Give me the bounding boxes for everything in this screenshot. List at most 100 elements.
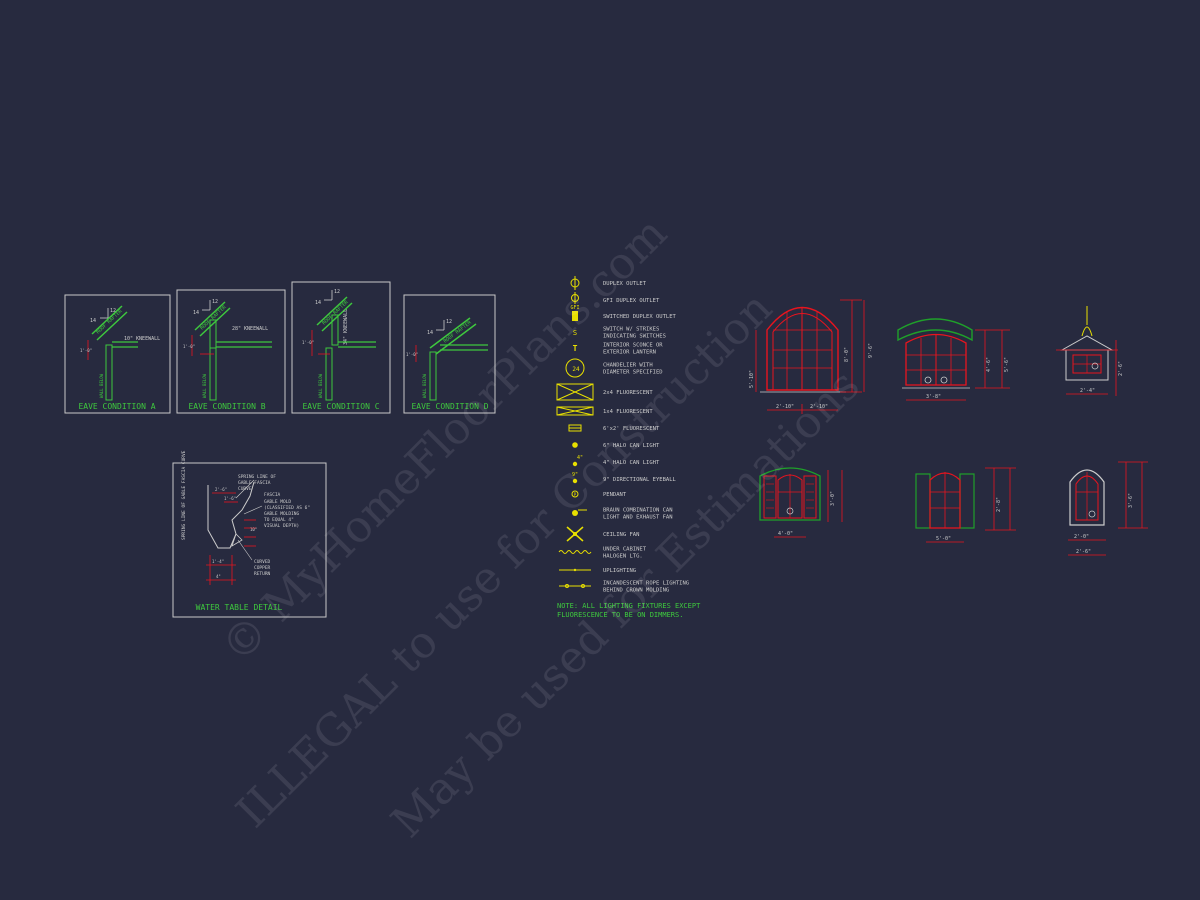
watermark: © MyHomeFloorPlans.com ILLEGAL to use fo…	[212, 208, 870, 848]
dim-label: 2'-6"	[1118, 361, 1124, 376]
note-line: COPPER	[254, 565, 271, 571]
legend-symbol-text: 4"	[577, 455, 583, 461]
note-line: CURVED	[254, 559, 271, 565]
dim-label: 5'-0"	[936, 536, 951, 542]
legend-symbol-undercab-icon	[558, 550, 592, 554]
pitch-run: 14	[90, 318, 96, 324]
kneewall-label: 34" KNEEWALL	[343, 309, 349, 345]
arched-double-door-elevation: 2'-10" 2'-10" 8'-0" 9'-6" 5'-10"	[749, 299, 874, 414]
dim-label: 2'-6"	[215, 487, 227, 492]
note-line: GABLE MOLDING	[264, 511, 300, 517]
dim-label: 4"	[216, 574, 221, 579]
dim-label: 1'-0"	[406, 352, 418, 357]
water-table-detail: SPRING LINE OF GABLE FASCIA CURVE 2'-6" …	[172, 450, 327, 618]
dim-label: 5'-6"	[1004, 357, 1010, 372]
pitch-rise: 12	[110, 308, 116, 314]
eave-title: EAVE CONDITION C	[302, 402, 379, 411]
legend-symbol-ceilingfan-icon	[566, 526, 584, 542]
legend-note-line: FLUORESCENCE TO BE ON DIMMERS.	[557, 611, 683, 619]
hooded-window-elevation: 3'-8" 4'-6" 5'-6"	[897, 318, 1010, 401]
legend-symbol-rope-icon	[559, 584, 591, 588]
cupola-elevation: 2'-4" 2'-6"	[1056, 306, 1124, 396]
legend-label: LIGHT AND EXHAUST FAN	[603, 515, 673, 521]
wall-label: WALL BELOW	[202, 373, 207, 398]
pitch-rise: 12	[212, 299, 218, 305]
dim-label: 1'-0"	[183, 344, 195, 349]
legend-label: INDICATING SWITCHES	[603, 334, 666, 340]
legend-symbol-text: 24	[572, 366, 580, 373]
legend-label: 6" HALO CAN LIGHT	[603, 443, 660, 449]
legend-label: INTERIOR SCONCE OR	[603, 343, 663, 349]
note-line: FASCIA	[264, 492, 281, 498]
legend-symbol-can4-icon: 4"	[572, 455, 583, 467]
legend-symbol-uplight-icon	[559, 568, 591, 572]
dim-label: 3'-0"	[830, 491, 836, 506]
legend-label: HALOGEN LTG.	[603, 554, 643, 560]
legend-label: 9" DIRECTIONAL EYEBALL	[603, 477, 677, 483]
shuttered-window-2-elevation: 5'-0" 2'-8"	[915, 467, 1016, 543]
legend-symbol-text: 9"	[572, 472, 578, 478]
dim-label: 1'-6"	[224, 496, 236, 501]
dim-label: 2'-8"	[996, 497, 1002, 512]
dim-label: 5'-10"	[749, 370, 755, 388]
dim-label: 4'-0"	[778, 531, 793, 537]
dim-label: 3'-6"	[1128, 493, 1134, 508]
dim-label: 4'-6"	[986, 357, 992, 372]
legend-symbol-gfi-icon: GFI	[570, 292, 580, 311]
legend-label: 4" HALO CAN LIGHT	[603, 460, 660, 466]
dim-label: 10"	[250, 527, 257, 532]
note-line: SPRING LINE OF	[238, 474, 276, 480]
legend-note-line: NOTE: ALL LIGHTING FIXTURES EXCEPT	[557, 602, 701, 610]
legend-symbol-text: P	[574, 492, 577, 497]
legend-label: BRAUN COMBINATION CAN	[603, 508, 673, 514]
legend-symbol-text: GFI	[570, 305, 579, 311]
dim-label: 1'-4"	[212, 559, 224, 564]
shuttered-window-1-elevation: 4'-0" 3'-0"	[759, 467, 843, 538]
dim-label: 8'-0"	[844, 347, 850, 362]
legend-label: CEILING FAN	[603, 532, 639, 538]
wall-label: WALL BELOW	[99, 373, 104, 398]
legend-label: DUPLEX OUTLET	[603, 281, 647, 287]
legend-symbol-fluor-6x2-icon	[568, 424, 582, 432]
legend-symbol-chandelier-icon: 24	[565, 358, 585, 378]
rafter-label: ROOF RAFTER	[199, 304, 228, 332]
pitch-rise: 12	[334, 289, 340, 295]
electrical-legend: DUPLEX OUTLET GFI GFI DUPLEX OUTLET SWITCHE…	[556, 276, 689, 594]
legend-label: UPLIGHTING	[603, 568, 636, 574]
note-line: GABLE FASCIA	[238, 480, 271, 486]
dim-label: 1'-0"	[80, 348, 92, 353]
note-line: TO EQUAL 4"	[264, 517, 294, 523]
eave-title: EAVE CONDITION B	[188, 402, 265, 411]
spring-line-side-label: SPRING LINE OF GABLE FASCIA CURVE	[181, 450, 187, 540]
legend-symbol-text: S	[573, 329, 577, 337]
dim-label: 2'-10"	[810, 404, 828, 410]
note-line: GABLE MOLD	[264, 499, 291, 505]
legend-label: GFI DUPLEX OUTLET	[603, 298, 660, 304]
pitch-run: 14	[427, 330, 433, 336]
legend-symbol-eyeball-icon: 9"	[572, 472, 578, 484]
legend-symbol-text: T	[573, 344, 578, 353]
wall-label: WALL BELOW	[422, 373, 427, 398]
legend-label: SWITCH W/ STRIKES	[603, 327, 659, 333]
legend-label: UNDER CABINET	[603, 547, 647, 553]
dim-label: 2'-6"	[1076, 549, 1091, 555]
eave-title: EAVE CONDITION D	[411, 402, 488, 411]
legend-label: PENDANT	[603, 492, 627, 498]
pitch-run: 14	[193, 310, 199, 316]
small-arched-window-elevation: 2'-0" 2'-6" 3'-6"	[1068, 461, 1148, 556]
note-line: VISUAL DEPTH)	[264, 523, 299, 529]
note-line: RETURN	[254, 571, 271, 577]
legend-label: SWITCHED DUPLEX OUTLET	[603, 314, 677, 320]
legend-symbol-fluor-1x4-icon	[556, 406, 594, 416]
water-table-title: WATER TABLE DETAIL	[196, 603, 283, 612]
note-line: CURVE	[238, 486, 252, 492]
legend-symbol-switched-icon	[572, 311, 578, 321]
legend-symbol-switch-icon: S	[573, 329, 577, 337]
eave-title: EAVE CONDITION A	[78, 402, 155, 411]
legend-label: EXTERIOR LANTERN	[603, 350, 656, 356]
eave-condition-b: ROOF RAFTER 14 12 28" KNEEWALL WALL BELO…	[176, 289, 286, 414]
legend-label: 1x4 FLUORESCENT	[603, 409, 653, 415]
legend-label: 6'x2' FLUORESCENT	[603, 426, 660, 432]
legend-symbol-pendant-icon: P	[571, 490, 579, 498]
